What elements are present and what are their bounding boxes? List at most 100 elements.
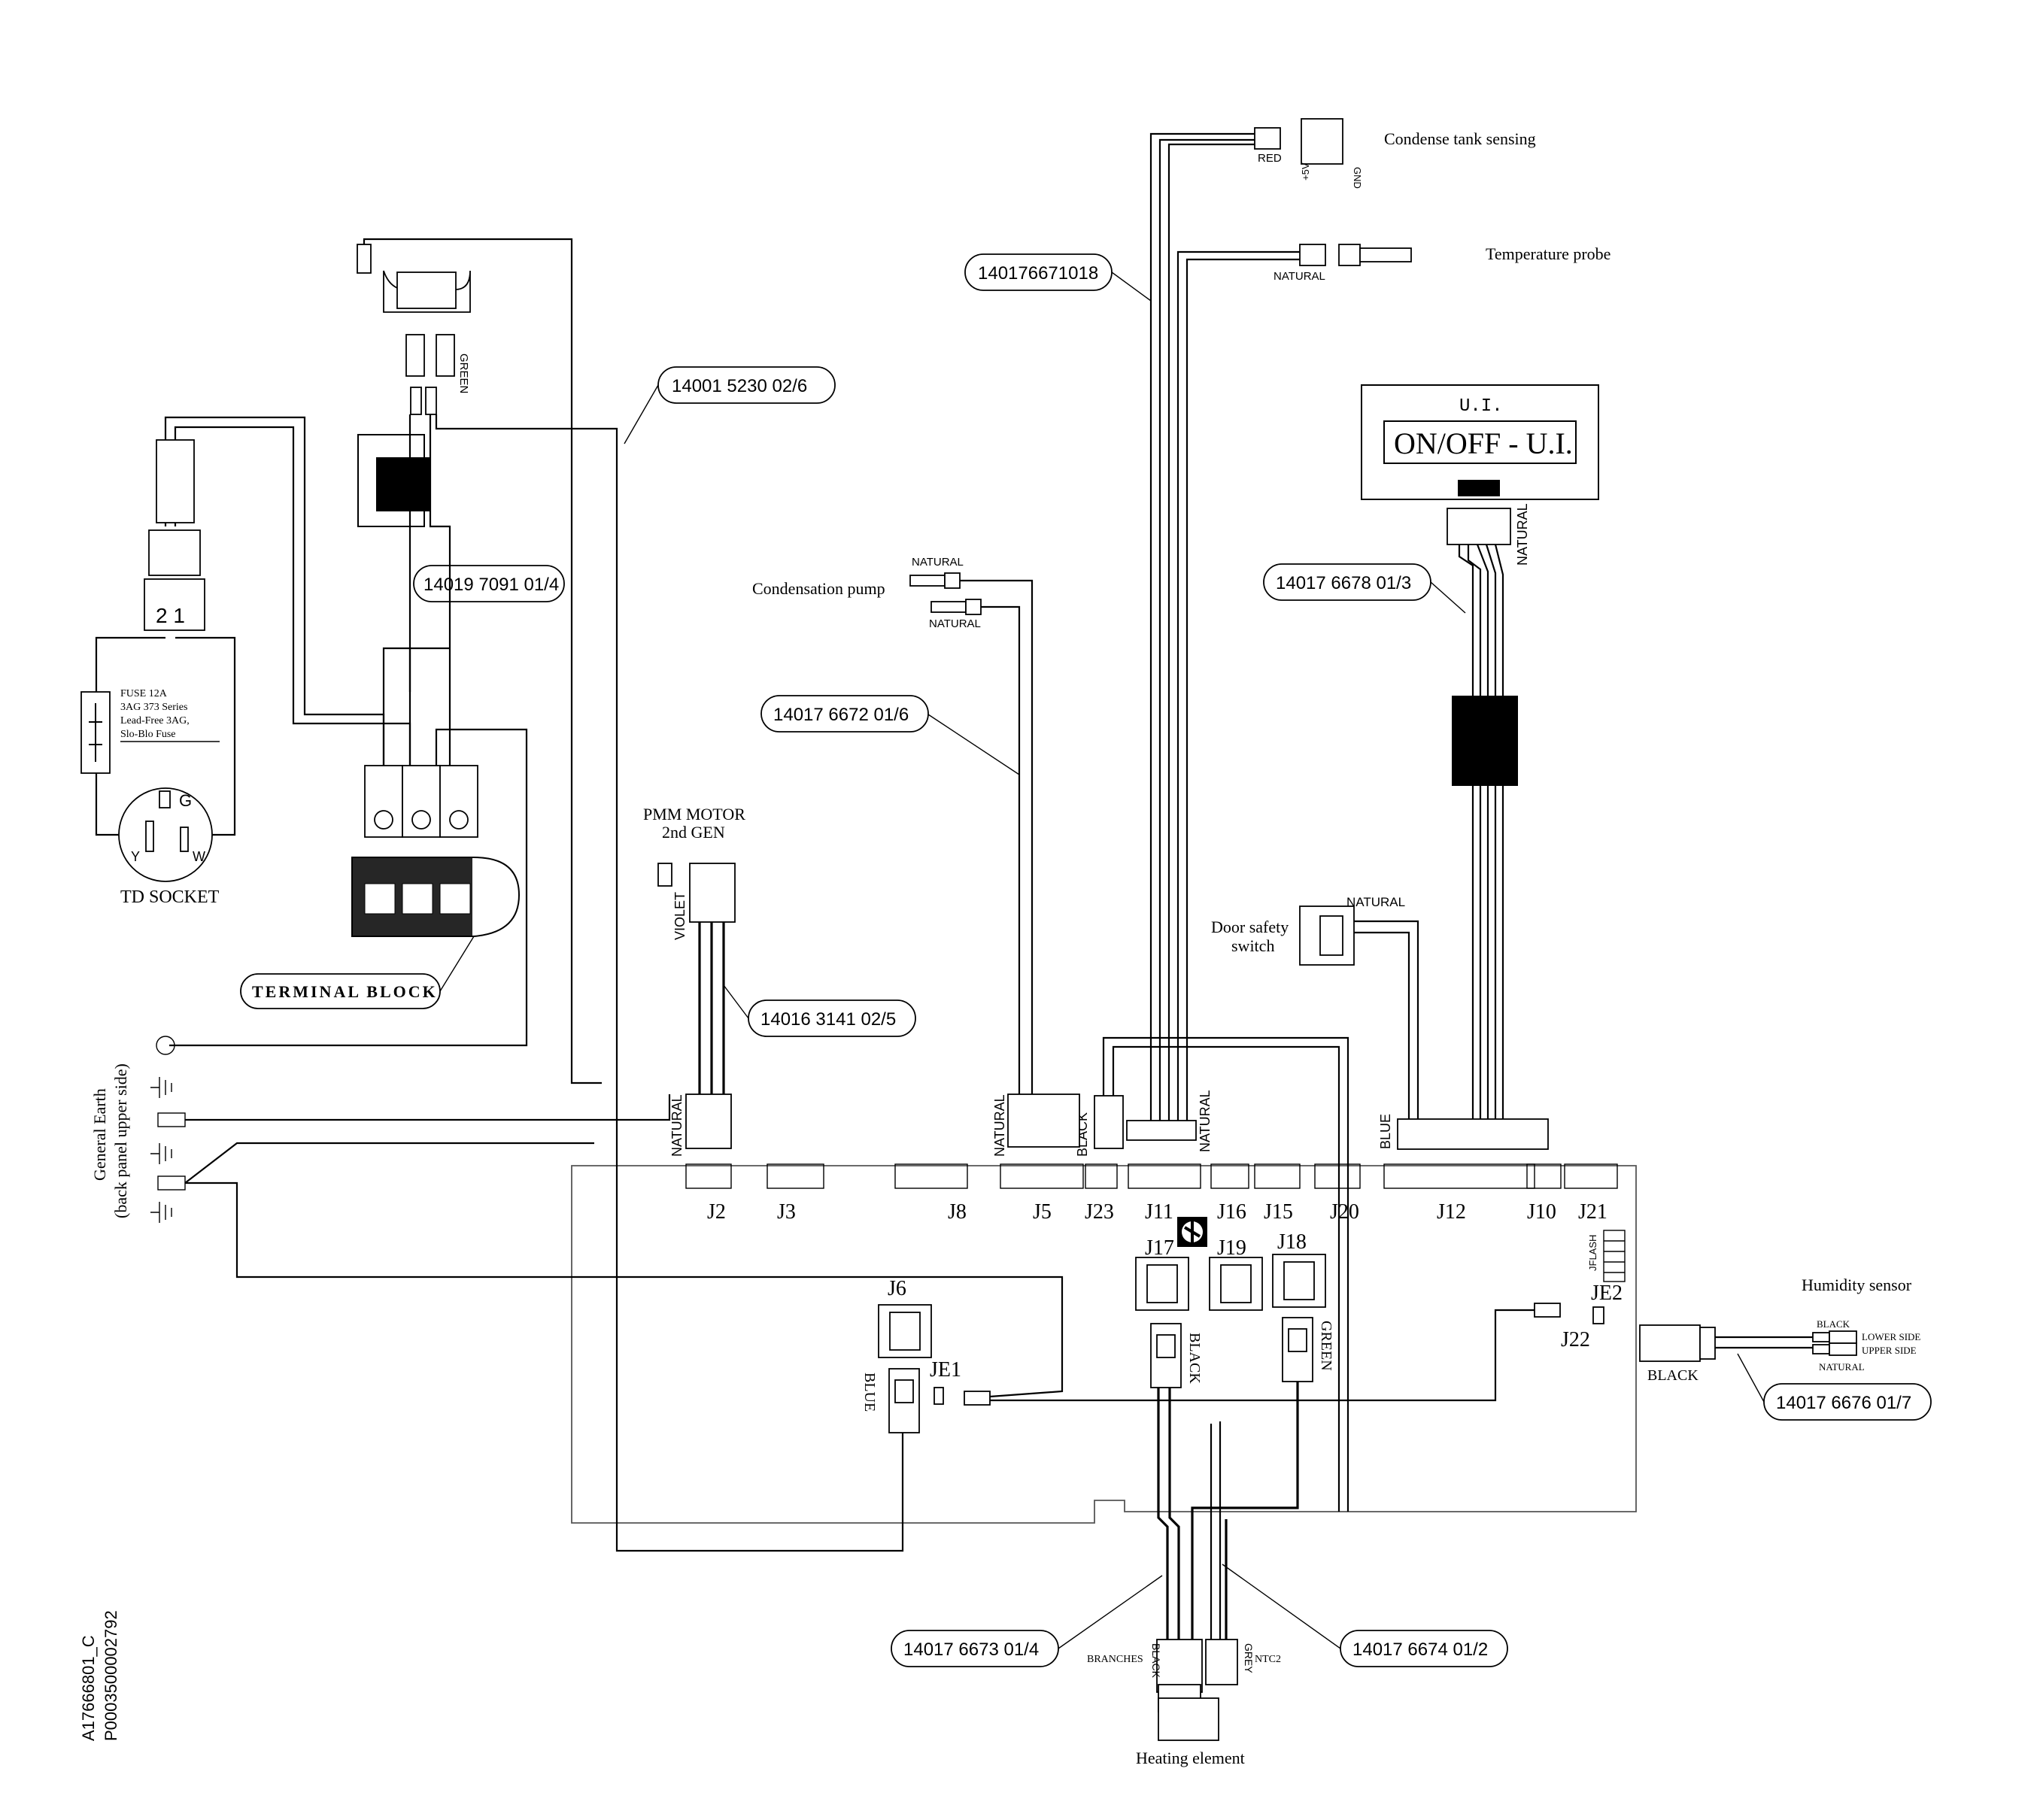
label-pmm-motor-gen: 2nd GEN <box>662 823 725 842</box>
wire-label-upper-side: UPPER SIDE <box>1862 1345 1917 1356</box>
relay-j19 <box>1209 1257 1263 1311</box>
pmm-harness <box>698 922 725 1094</box>
harness-h4: 14017 6678 01/3 <box>1276 573 1411 593</box>
label-door-safety-1: Door safety <box>1211 918 1289 936</box>
heating-element-neutral <box>1210 1421 1222 1640</box>
connector-j15: J15 <box>1264 1200 1293 1224</box>
connector-j2: J2 <box>707 1200 726 1224</box>
plug-pins-label: 2 1 <box>156 604 185 627</box>
mains-harness <box>95 414 904 1552</box>
connector-black-plug <box>1150 1323 1182 1388</box>
terminal-screws <box>364 765 478 838</box>
wire-label-black-1: BLACK <box>1186 1333 1203 1384</box>
socket-pin-y: Y <box>131 849 140 864</box>
fuse-text-4: Slo-Blo Fuse <box>120 729 176 740</box>
harness-h1: 14001 5230 02/6 <box>672 376 807 396</box>
connector-j17: J17 <box>1145 1236 1174 1260</box>
pmm-motor-connector <box>657 863 736 923</box>
connector-j6: J6 <box>888 1277 906 1300</box>
label-branches: BRANCHES <box>1087 1654 1143 1665</box>
connector-j16: J16 <box>1217 1200 1246 1224</box>
wire-label-natural-pump-2: NATURAL <box>929 617 981 630</box>
connector-j23: J23 <box>1085 1200 1114 1224</box>
condensation-pump-terminals <box>909 572 982 615</box>
pill-h3 <box>413 565 565 602</box>
je-wire <box>990 1309 1535 1402</box>
j22-connector <box>1639 1324 1716 1362</box>
je2-spade <box>1534 1303 1604 1324</box>
socket-pin-g: G <box>179 791 192 810</box>
ui-harness <box>1458 544 1504 1119</box>
label-condensation-pump: Condensation pump <box>752 579 885 598</box>
label-humidity-sensor: Humidity sensor <box>1802 1276 1912 1294</box>
connector-j21: J21 <box>1578 1200 1607 1224</box>
humidity-sensor-terminals <box>1812 1330 1857 1356</box>
mains-plug <box>144 439 205 631</box>
label-condense-tank-sensing: Condense tank sensing <box>1384 129 1536 148</box>
j2-header <box>685 1094 732 1149</box>
connector-j19: J19 <box>1217 1236 1246 1260</box>
wire-label-green-1: GREEN <box>1318 1321 1334 1371</box>
fuse-text-2: 3AG 373 Series <box>120 702 187 713</box>
connector-j22: J22 <box>1561 1328 1590 1351</box>
connector-green-plug <box>1282 1317 1313 1382</box>
heating-element-connectors <box>1156 1639 1238 1741</box>
brand-logo-icon <box>1177 1217 1207 1247</box>
doc-code-1: A17666801_C <box>79 1635 98 1741</box>
wire-label-plus5v: +5V <box>1300 162 1311 180</box>
wire-label-natural-j2: NATURAL <box>669 1094 685 1157</box>
label-heating-element: Heating element <box>1136 1749 1245 1767</box>
label-td-socket: TD SOCKET <box>120 887 220 907</box>
j11-header <box>1126 1120 1197 1141</box>
connector-j12: J12 <box>1437 1200 1466 1224</box>
edge-connectors <box>685 1163 1618 1189</box>
wire-label-red: RED <box>1258 152 1282 165</box>
connector-jflash: JFLASH <box>1587 1235 1598 1271</box>
heating-element-harness <box>1157 1382 1299 1640</box>
harness-h9: 14017 6674 01/2 <box>1352 1640 1488 1660</box>
ui-title: U.I. <box>1459 396 1503 417</box>
wire-label-lower-side: LOWER SIDE <box>1862 1331 1920 1342</box>
je1-spade <box>933 1387 991 1406</box>
humidity-sensor-wires <box>1715 1336 1813 1349</box>
connector-j11: J11 <box>1145 1200 1173 1224</box>
connector-je1: JE1 <box>930 1358 961 1382</box>
harness-h6: 14016 3141 02/5 <box>760 1009 896 1030</box>
wire-label-natural-pump-1: NATURAL <box>912 556 964 569</box>
relay-j6 <box>878 1304 932 1358</box>
label-pmm-motor: PMM MOTOR <box>643 805 745 824</box>
wire-label-violet: VIOLET <box>672 892 688 940</box>
connector-blue-plug <box>888 1368 920 1433</box>
wire-label-natural-j5: NATURAL <box>992 1094 1007 1157</box>
harness-h5: 14017 6672 01/6 <box>773 705 909 725</box>
earth-terminals <box>150 1036 186 1223</box>
label-door-safety-2: switch <box>1231 936 1274 955</box>
doc-code-2: P0003500002792 <box>102 1610 120 1741</box>
label-general-earth-1: General Earth <box>90 1088 109 1181</box>
harness-h8: 14017 6673 01/4 <box>903 1640 1039 1660</box>
socket-pin-w: W <box>193 849 205 864</box>
harness-h3: 14019 7091 01/4 <box>423 575 559 595</box>
wire-label-natural-temp: NATURAL <box>1274 270 1325 283</box>
relay-j18 <box>1272 1254 1326 1308</box>
ui-pin-header <box>1447 480 1511 545</box>
connector-j10: J10 <box>1527 1200 1556 1224</box>
pump-wire <box>960 579 1034 1094</box>
wire-label-natural-hum: NATURAL <box>1819 1361 1865 1373</box>
label-general-earth-2: (back panel upper side) <box>111 1063 130 1218</box>
fuse <box>80 691 111 774</box>
wire-label-grey: GREY <box>1243 1643 1255 1673</box>
td-socket-y-slot <box>145 821 154 852</box>
wire-label-gnd: GND <box>1352 167 1363 189</box>
ui-button-frame <box>1383 420 1577 464</box>
wire-label-blue-j12: BLUE <box>1378 1114 1393 1149</box>
inlet-plug <box>357 244 471 313</box>
condense-tank-connector <box>1254 118 1343 165</box>
connector-j3: J3 <box>777 1200 796 1224</box>
harness-h2: 140176671018 <box>978 263 1098 284</box>
ui-button-label: ON/OFF - U.I. <box>1394 426 1573 460</box>
pill-h5 <box>760 695 929 733</box>
j5-header <box>1007 1094 1080 1148</box>
main-board-outline <box>571 1165 1637 1524</box>
wire-label-natural-door: NATURAL <box>1346 895 1405 909</box>
